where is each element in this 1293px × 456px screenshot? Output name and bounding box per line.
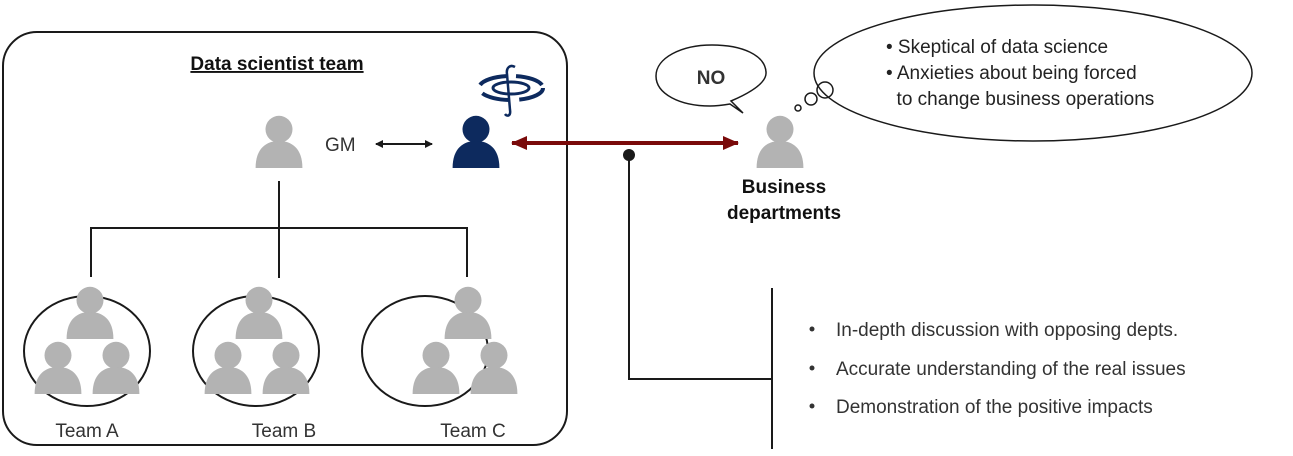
action-item: Accurate understanding of the real issue… [836, 359, 1186, 380]
team-member-icon [444, 286, 492, 339]
action-item: Demonstration of the positive impacts [836, 397, 1153, 418]
team-member-icon [34, 341, 82, 394]
business-label-line1: Business [742, 177, 826, 198]
thought-item: • Anxieties about being forced [886, 63, 1137, 84]
team-member-icon [262, 341, 310, 394]
thought-bubble: • Skeptical of data science • Anxieties … [794, 4, 1253, 142]
org-tree-lines [90, 181, 468, 278]
team-a-group: Team A [23, 286, 151, 442]
team-member-icon [412, 341, 460, 394]
speech-bubble: NO [655, 44, 767, 114]
connector-to-actions [623, 149, 773, 449]
gm-person-icon [255, 115, 303, 168]
thought-item: to change business operations [886, 89, 1154, 110]
company-logo-icon [477, 64, 545, 117]
team-title: Data scientist team [190, 54, 363, 75]
team-member-icon [66, 286, 114, 339]
team-member-icon [470, 341, 518, 394]
team-b-label: Team B [252, 421, 316, 442]
team-c-label: Team C [440, 421, 505, 442]
thought-item: • Skeptical of data science [886, 37, 1108, 58]
data-scientist-team-box [2, 31, 568, 446]
business-label-line2: departments [727, 203, 841, 224]
team-a-label: Team A [55, 421, 119, 442]
speech-bubble-text: NO [697, 68, 726, 89]
team-member-icon [204, 341, 252, 394]
action-list: In-depth discussion with opposing depts.… [809, 320, 1186, 418]
team-member-icon [92, 341, 140, 394]
gm-label: GM [325, 135, 356, 156]
team-member-icon [235, 286, 283, 339]
business-person-icon [756, 115, 804, 168]
action-item: In-depth discussion with opposing depts. [836, 320, 1178, 341]
lead-person-icon [452, 115, 500, 168]
team-b-group: Team B [192, 286, 320, 442]
team-c-group: Team C [361, 286, 518, 442]
